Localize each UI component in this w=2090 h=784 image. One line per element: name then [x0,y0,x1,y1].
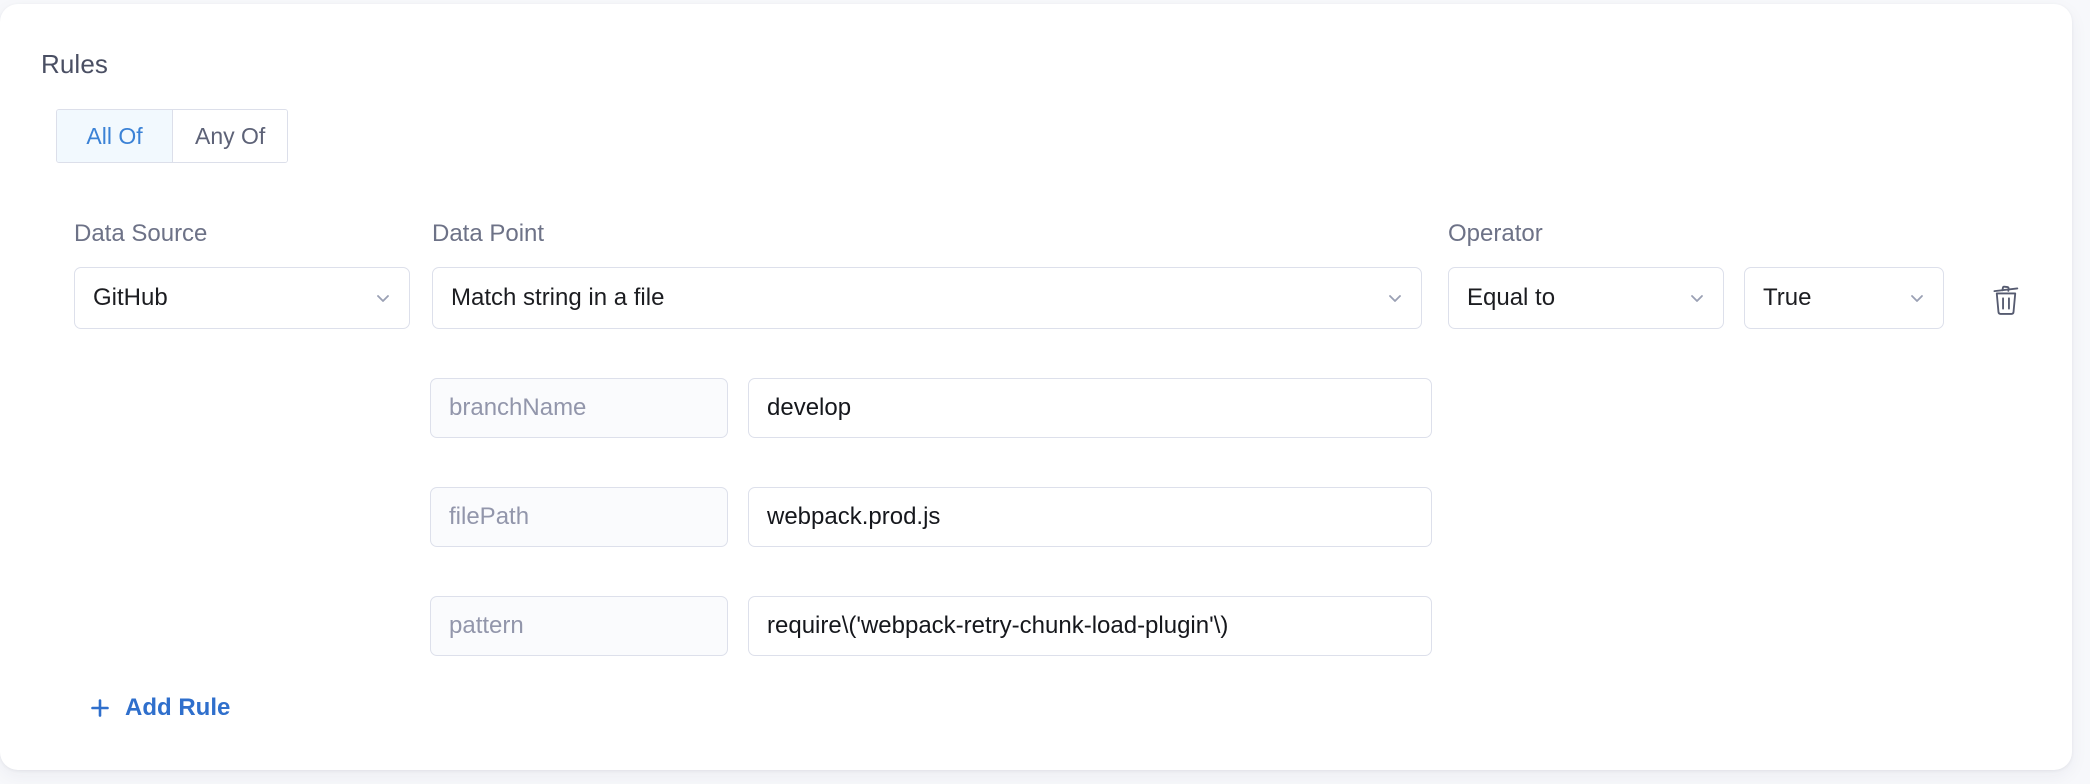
page-title: Rules [41,49,108,79]
data-point-select[interactable]: Match string in a file [432,267,1422,329]
chevron-down-icon [373,288,393,308]
add-rule-button[interactable]: Add Rule [88,694,230,722]
param-key-branchname: branchName [430,378,728,438]
data-point-value: Match string in a file [451,284,665,311]
data-source-value: GitHub [93,284,168,311]
chevron-down-icon [1385,288,1405,308]
delete-rule-button[interactable] [1982,275,2030,323]
match-type-toggle-group: All Of Any Of [56,109,289,163]
plus-icon [88,696,112,720]
operator-value-select[interactable]: True [1744,267,1944,329]
add-rule-label: Add Rule [125,694,231,721]
param-value-filepath[interactable] [748,487,1432,547]
chevron-down-icon [1907,288,1927,308]
param-value-branchname[interactable] [748,378,1432,438]
operator-select[interactable]: Equal to [1448,267,1724,329]
column-header-operator: Operator [1448,220,1543,247]
param-key-pattern: pattern [430,596,728,656]
param-key-filepath: filePath [430,487,728,547]
chevron-down-icon [1687,288,1707,308]
operator-value: Equal to [1467,284,1556,311]
operator-value-text: True [1763,284,1812,311]
rule-row: GitHub Match string in a file Equal to T… [0,267,2072,331]
trash-icon [1991,283,2021,315]
toggle-any-of[interactable]: Any Of [172,110,288,162]
toggle-all-of[interactable]: All Of [57,110,172,162]
param-value-pattern[interactable] [748,596,1432,656]
column-header-data-point: Data Point [432,220,545,247]
data-source-select[interactable]: GitHub [74,267,410,329]
rules-card: Rules All Of Any Of Data Source Data Poi… [0,4,2072,770]
column-header-data-source: Data Source [74,220,208,247]
